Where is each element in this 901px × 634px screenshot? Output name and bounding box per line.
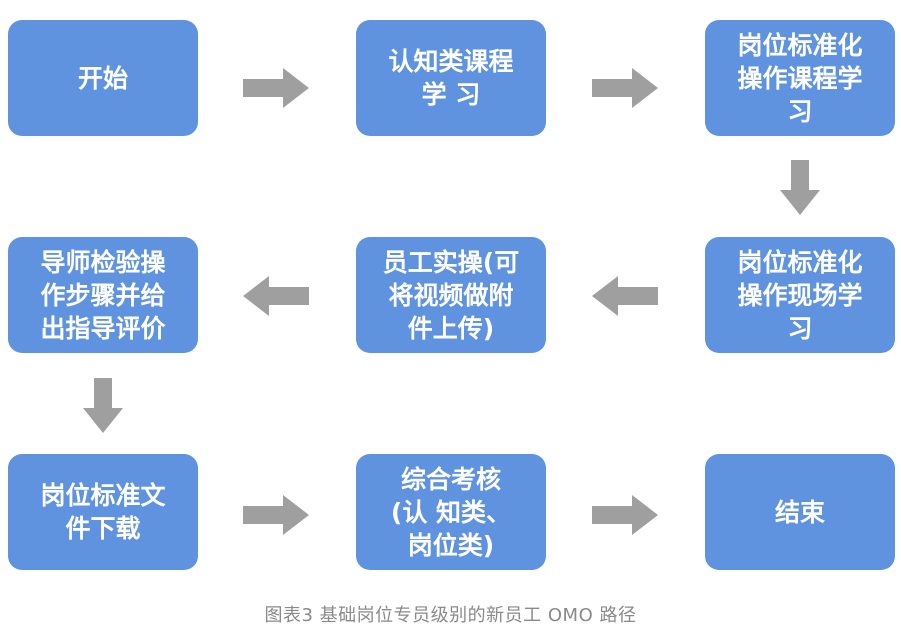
node-standard-operation-onsite: 岗位标准化 操作现场学 习: [705, 237, 895, 353]
arrow-left-2-icon: [243, 276, 309, 316]
node-standard-operation-course: 岗位标准化 操作课程学 习: [705, 20, 895, 136]
node-employee-practice: 员工实操(可 将视频做附 件上传): [356, 237, 546, 353]
arrow-left-1-icon: [592, 276, 658, 316]
node-standard-docs-download: 岗位标准文 件下载: [8, 454, 198, 570]
node-cognitive-course: 认知类课程 学 习: [356, 20, 546, 136]
figure-caption: 图表3 基础岗位专员级别的新员工 OMO 路径: [264, 605, 637, 626]
arrow-right-1-icon: [243, 68, 309, 108]
arrow-down-2-icon: [83, 378, 123, 433]
arrow-right-3-icon: [243, 495, 309, 535]
node-comprehensive-assessment: 综合考核 (认 知类、 岗位类): [356, 454, 546, 570]
node-start: 开始: [8, 20, 198, 136]
arrow-right-2-icon: [592, 68, 658, 108]
arrow-down-1-icon: [780, 160, 820, 215]
node-mentor-evaluation: 导师检验操 作步骤并给 出指导评价: [8, 237, 198, 353]
arrow-right-4-icon: [592, 495, 658, 535]
node-end: 结束: [705, 454, 895, 570]
